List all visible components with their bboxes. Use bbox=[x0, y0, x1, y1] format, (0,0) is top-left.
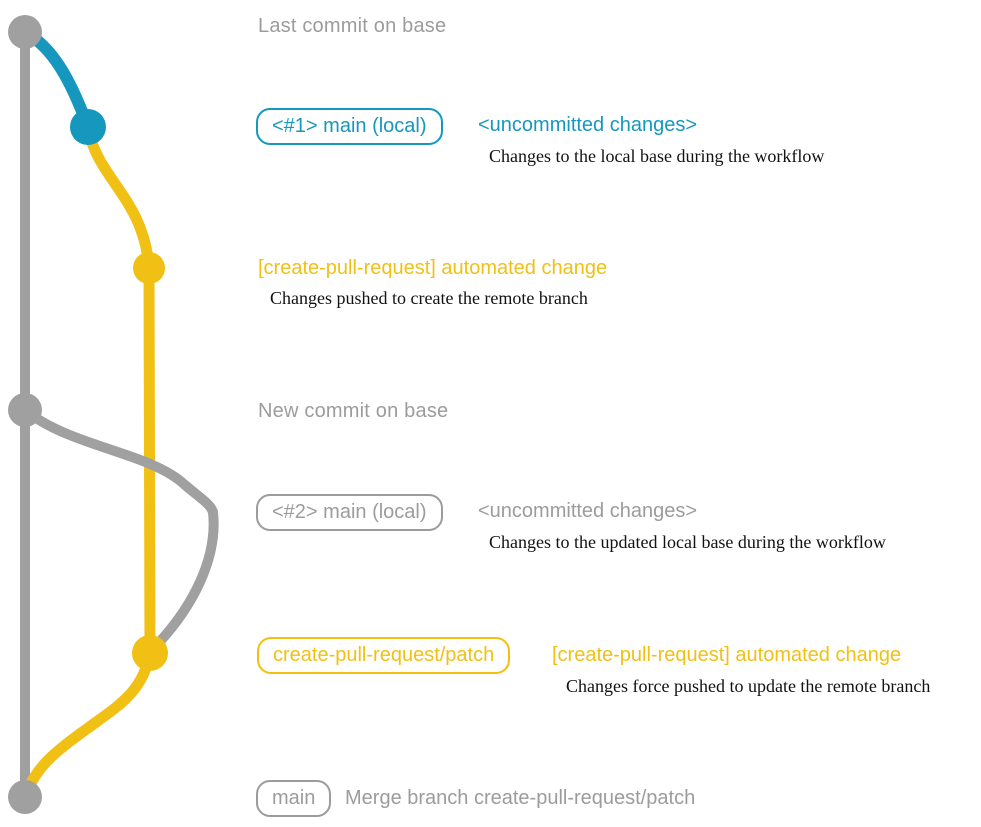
main-local-2-branch-segment bbox=[20, 405, 218, 517]
branch-badge-patch: create-pull-request/patch bbox=[257, 637, 511, 674]
uncommitted-changes-2-title: <uncommitted changes> bbox=[478, 500, 698, 522]
automated-change-2-description: Changes force pushed to update the remot… bbox=[566, 676, 931, 696]
main-local-2-to-patch-segment bbox=[147, 507, 219, 655]
branch-badge-main: main bbox=[256, 780, 332, 817]
patch-branch-segment-1 bbox=[82, 121, 155, 274]
uncommitted-changes-1-description: Changes to the local base during the wor… bbox=[489, 146, 825, 166]
patch-merge-segment bbox=[19, 647, 156, 803]
automated-change-1-description: Changes pushed to create the remote bran… bbox=[270, 288, 588, 308]
uncommitted-changes-1-title: <uncommitted changes> bbox=[478, 114, 698, 136]
commit-dot-new-base bbox=[8, 393, 42, 427]
new-commit-heading: New commit on base bbox=[258, 400, 449, 422]
merge-commit-title: Merge branch create-pull-request/patch bbox=[345, 787, 696, 809]
automated-change-2-title: [create-pull-request] automated change bbox=[552, 644, 902, 666]
branch-badge-main-local-2: <#2> main (local) bbox=[256, 494, 443, 531]
branch-badge-main-local-1: <#1> main (local) bbox=[256, 108, 443, 145]
uncommitted-changes-2-description: Changes to the updated local base during… bbox=[489, 532, 886, 552]
commit-dot-merge bbox=[8, 780, 42, 814]
commit-dot-main-local-1 bbox=[70, 109, 106, 145]
commit-dot-last-base bbox=[8, 15, 42, 49]
last-commit-heading: Last commit on base bbox=[258, 15, 447, 37]
commit-dot-patch-1 bbox=[133, 252, 165, 284]
automated-change-1-title: [create-pull-request] automated change bbox=[258, 257, 608, 279]
commit-dot-patch-2 bbox=[132, 635, 168, 671]
